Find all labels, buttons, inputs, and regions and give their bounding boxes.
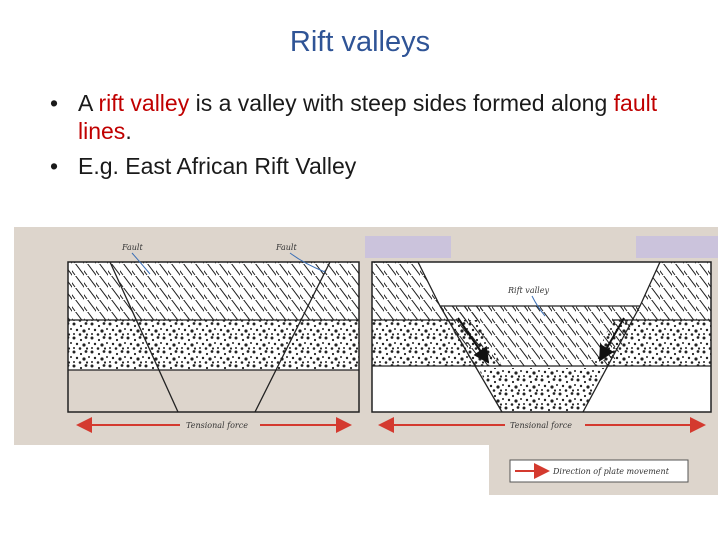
label-fault: Fault (275, 243, 297, 252)
block-after-faulting (372, 262, 711, 412)
legend: Direction of plate movement (510, 460, 688, 482)
label-fault: Fault (121, 243, 143, 252)
label-tensional-force: Tensional force (186, 421, 248, 430)
label-rift-valley: Rift valley (507, 286, 549, 295)
legend-label: Direction of plate movement (552, 467, 670, 476)
highlight-box (636, 236, 718, 258)
dotted-layer (68, 320, 359, 370)
highlight-box (365, 236, 451, 258)
label-tensional-force: Tensional force (510, 421, 572, 430)
